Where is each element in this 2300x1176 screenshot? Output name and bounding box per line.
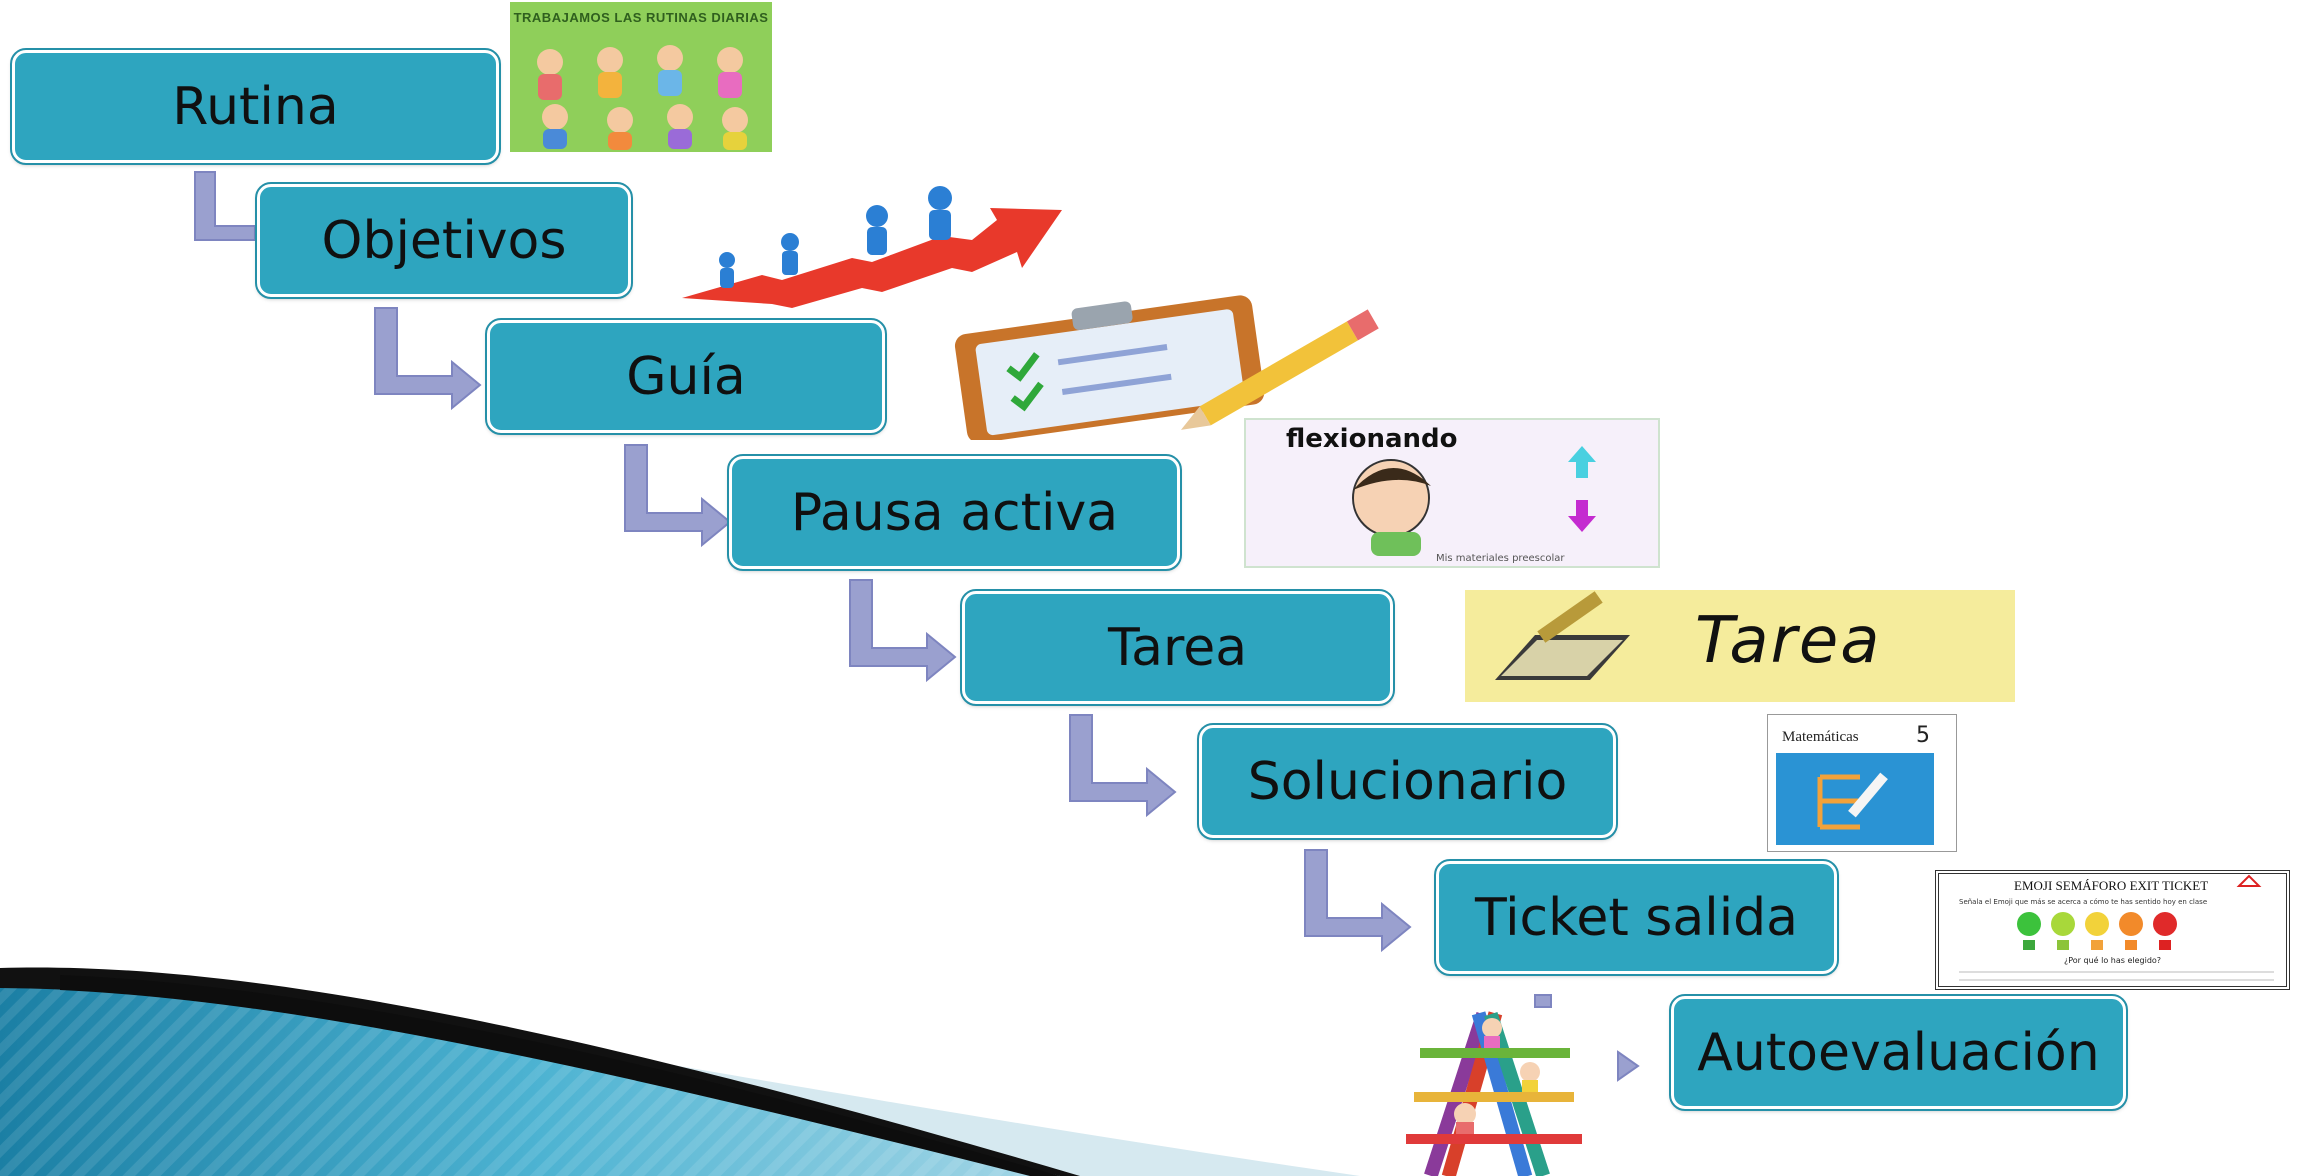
book-title: Matemáticas — [1782, 729, 1859, 745]
book-grade: 5 — [1916, 723, 1930, 748]
stairs-arrow-icon — [682, 186, 1062, 308]
notebook-pencil-icon: Tarea — [1465, 590, 2015, 702]
ticket-question: ¿Por qué lo has elegido? — [2064, 956, 2162, 965]
step-objetivos: Objetivos — [255, 182, 633, 299]
step-guia: Guía — [485, 318, 887, 435]
emoji-ticket-icon: EMOJI SEMÁFORO EXIT TICKET Señala el Emo… — [1935, 870, 2290, 990]
pencil-ladder-icon — [1406, 1011, 1582, 1176]
step-label: Tarea — [1107, 617, 1248, 678]
step-label: Ticket salida — [1474, 887, 1799, 948]
step-pausa-activa: Pausa activa — [727, 454, 1182, 571]
clipboard-icon — [954, 295, 1379, 440]
step-label: Objetivos — [321, 210, 567, 271]
routine-banner: TRABAJAMOS LAS RUTINAS DIARIAS — [513, 10, 769, 25]
step-rutina: Rutina — [10, 48, 501, 165]
step-ticket-salida: Ticket salida — [1434, 859, 1839, 976]
step-label: Autoevaluación — [1697, 1022, 2100, 1083]
ticket-title: EMOJI SEMÁFORO EXIT TICKET — [2014, 878, 2209, 893]
flexionando-title: flexionando — [1286, 424, 1458, 454]
math-book-icon: Matemáticas 5 — [1767, 714, 1957, 852]
children-routine-icon: TRABAJAMOS LAS RUTINAS DIARIAS — [510, 2, 772, 152]
step-autoevaluacion: Autoevaluación — [1669, 994, 2128, 1111]
ticket-instruction: Señala el Emoji que más se acerca a cómo… — [1959, 898, 2208, 906]
step-label: Guía — [626, 346, 746, 407]
step-label: Rutina — [172, 76, 339, 137]
flexionando-caption: Mis materiales preescolar — [1436, 553, 1565, 564]
step-tarea: Tarea — [960, 589, 1395, 706]
exercise-icon: flexionando Mis materiales preescolar — [1244, 418, 1660, 568]
step-label: Pausa activa — [790, 482, 1119, 543]
step-solucionario: Solucionario — [1197, 723, 1618, 840]
step-label: Solucionario — [1247, 751, 1568, 812]
tarea-word: Tarea — [1695, 604, 1882, 678]
